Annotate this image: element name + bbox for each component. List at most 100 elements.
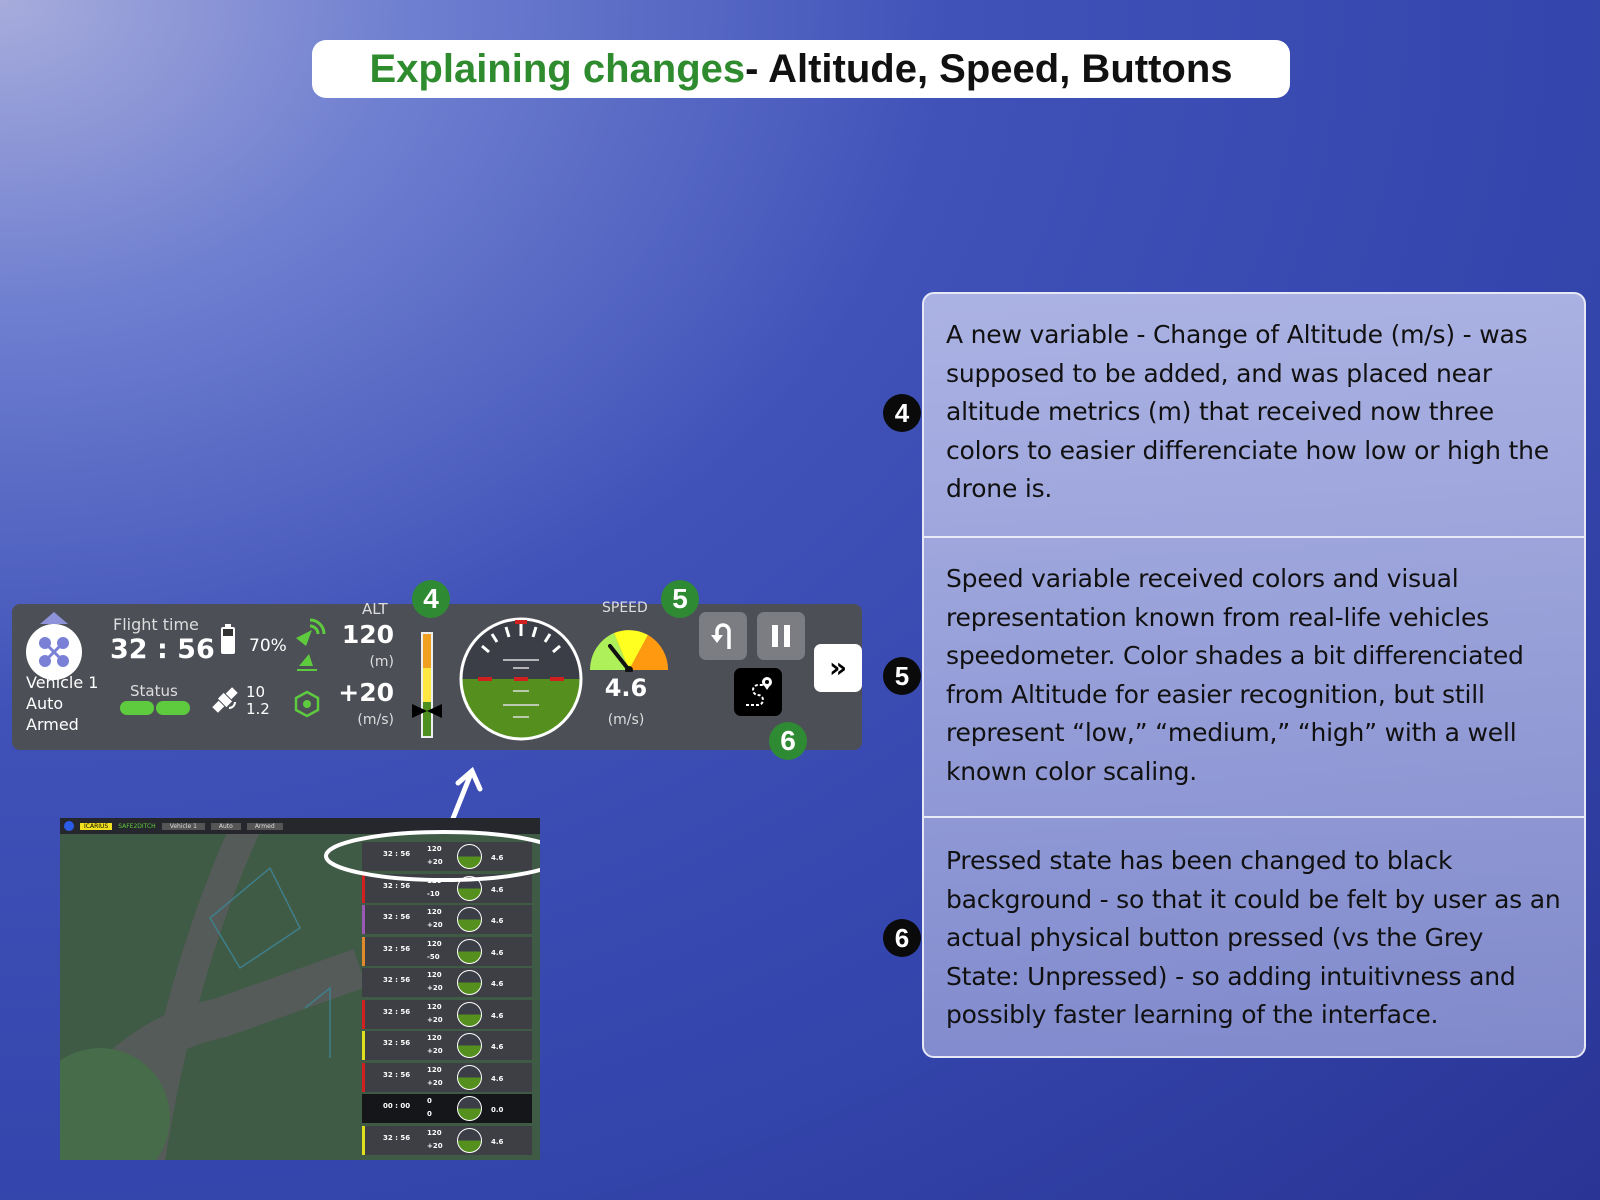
divider (924, 816, 1584, 818)
thumbnail-time: 32 : 56 (383, 1133, 411, 1142)
speed-unit: (m/s) (607, 712, 645, 728)
double-chevron-icon: » (828, 651, 848, 684)
explanation-buttons: Pressed state has been changed to black … (946, 846, 1561, 1029)
thumbnail-speed: 4.6 (491, 1074, 504, 1083)
pause-button[interactable] (757, 612, 805, 660)
altitude-value: 120 (341, 620, 394, 649)
thumbnail-vehicle-row: 32 : 56 120 +20 4.6 (362, 1062, 532, 1092)
signal-icon (296, 618, 326, 646)
thumbnail-speed: 4.6 (491, 917, 504, 925)
thumbnail-alt: 120 (427, 1065, 442, 1074)
thumbnail-state-select: Armed (246, 822, 283, 830)
alt-label: ALT (362, 600, 388, 618)
thumbnail-time: 32 : 56 (383, 913, 411, 921)
flight-time-label: Flight time (113, 615, 199, 634)
hdop-value: 1.2 (246, 700, 270, 718)
speed-value: 4.6 (604, 674, 648, 702)
thumbnail-climb: -10 (427, 889, 440, 898)
return-icon (711, 623, 731, 649)
thumbnail-time: 32 : 56 (383, 1039, 411, 1047)
thumbnail-climb: +20 (427, 1047, 443, 1055)
highlight-badge-6: 6 (769, 722, 807, 760)
highlight-badge-5: 5 (661, 580, 699, 618)
thumbnail-speed: 4.6 (491, 885, 504, 894)
speed-needle (608, 644, 631, 672)
climb-rate-value: +20 (338, 678, 394, 707)
thumbnail-climb: -50 (427, 952, 440, 961)
mission-route-button-pressed[interactable] (734, 668, 782, 716)
thumbnail-time: 32 : 56 (383, 1007, 411, 1016)
thumbnail-toolbar: ICARIUS SAFE2DITCH Vehicle 1 Auto Armed (60, 818, 540, 834)
thumbnail-brand2: SAFE2DITCH (118, 822, 156, 830)
title-highlight: Explaining changes (369, 46, 746, 91)
thumbnail-climb: +20 (427, 984, 443, 992)
thumbnail-climb: 0 (427, 1110, 432, 1118)
thumbnail-alt: 120 (427, 1128, 442, 1137)
status-label: Status (130, 682, 178, 700)
thumbnail-time: 32 : 56 (383, 976, 411, 984)
altitude-bar (421, 632, 433, 738)
speed-label: SPEED (602, 600, 648, 616)
pause-icon (772, 625, 790, 647)
satellite-count: 10 (246, 683, 266, 701)
thumbnail-attitude (457, 1064, 482, 1090)
thumbnail-climb: +20 (427, 858, 443, 866)
thumbnail-time: 32 : 56 (383, 1070, 411, 1079)
thumbnail-speed: 4.6 (491, 948, 504, 957)
thumbnail-alt: 120 (427, 845, 442, 853)
thumbnail-attitude (457, 1001, 482, 1027)
thumbnail-speed: 4.6 (491, 854, 504, 862)
thumbnail-speed: 4.6 (491, 1137, 504, 1146)
vehicle-state: Armed (26, 715, 79, 734)
thumbnail-speed: 4.6 (491, 1043, 504, 1051)
satellite-icon (212, 687, 238, 713)
thumbnail-attitude (457, 938, 482, 964)
thumbnail-speed: 4.6 (491, 1011, 504, 1020)
battery-percent: 70% (249, 636, 287, 656)
thumbnail-alt: 120 (427, 1034, 442, 1042)
thumbnail-climb: +20 (427, 1078, 443, 1087)
climb-rate-unit: (m/s) (357, 712, 394, 728)
thumbnail-attitude (457, 1127, 482, 1153)
thumbnail-climb: +20 (427, 921, 443, 929)
thumbnail-climb: +20 (427, 1141, 443, 1150)
attitude-indicator (459, 617, 583, 741)
route-icon (746, 677, 772, 706)
status-indicator (120, 701, 190, 715)
title-rest: - Altitude, Speed, Buttons (745, 46, 1233, 91)
battery-icon (221, 624, 235, 654)
thumbnail-alt: 120 (427, 939, 442, 948)
thumbnail-time: 00 : 00 (383, 1102, 411, 1110)
thumbnail-speed: 4.6 (491, 980, 504, 988)
return-button[interactable] (699, 612, 747, 660)
thumbnail-brand: ICARIUS (80, 822, 113, 830)
explanation-speed: Speed variable received colors and visua… (946, 564, 1524, 786)
thumbnail-vehicle-row: 32 : 56 120 +20 4.6 (362, 1031, 532, 1060)
vehicle-card[interactable]: Vehicle 1 Auto Armed Flight time 32 : 56… (12, 600, 862, 750)
divider (924, 536, 1584, 538)
thumbnail-vehicle-row: 32 : 56 120 +20 4.6 (362, 1125, 532, 1155)
thumbnail-vehicle-row: 32 : 56 120 +20 4.6 (362, 905, 532, 934)
expand-button[interactable]: » (814, 644, 862, 692)
speedometer-gauge (589, 630, 669, 672)
thumbnail-vehicle-select: Vehicle 1 (161, 822, 205, 830)
geofence-icon (294, 690, 320, 718)
highlight-ellipse (324, 830, 540, 882)
highlight-badge-4: 4 (412, 580, 450, 618)
altitude-marker-icon (412, 704, 442, 718)
thumbnail-climb: +20 (427, 1015, 443, 1024)
number-badge-4: 4 (883, 394, 921, 432)
thumbnail-mode-select: Auto (210, 822, 241, 830)
thumbnail-time: 32 : 56 (383, 850, 411, 858)
thumbnail-alt: 0 (427, 1097, 432, 1105)
drone-avatar-icon (26, 612, 82, 680)
thumbnail-alt: 120 (427, 908, 442, 916)
takeoff-icon (297, 654, 317, 671)
thumbnail-attitude (457, 844, 482, 869)
vehicle-mode: Auto (26, 694, 64, 713)
thumbnail-time: 32 : 56 (383, 944, 411, 953)
thumbnail-attitude (457, 970, 482, 995)
